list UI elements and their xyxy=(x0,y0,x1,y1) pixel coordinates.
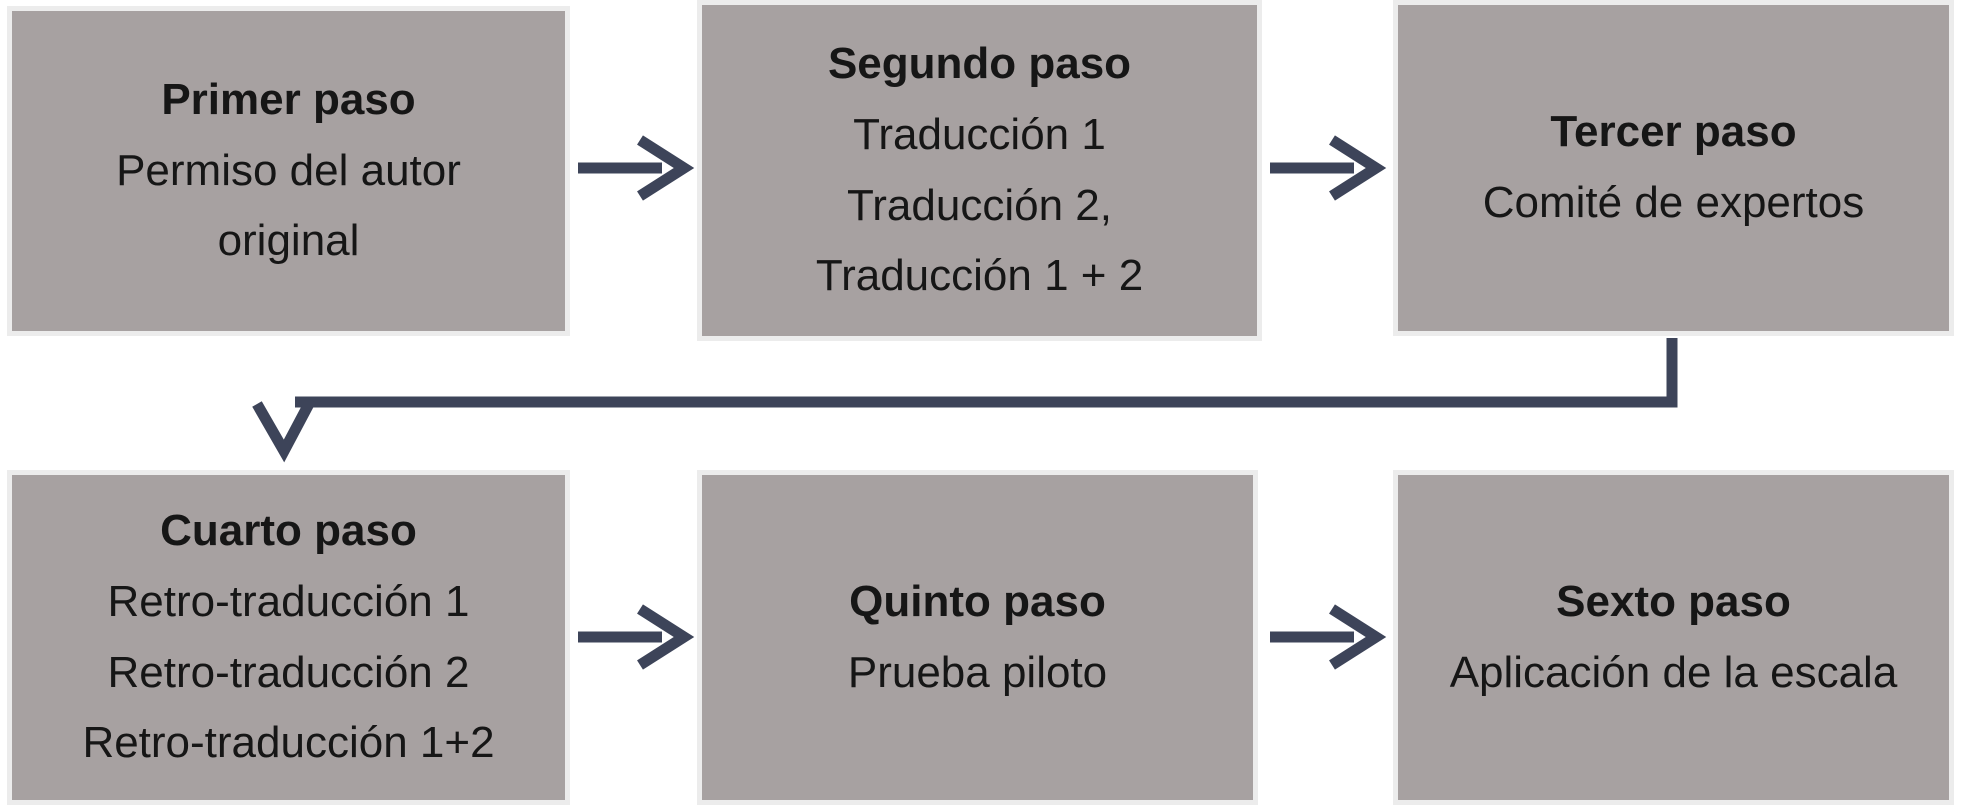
arrow-right-icon xyxy=(578,604,695,670)
step-box-cuarto-paso: Cuarto paso Retro-traducción 1 Retro-tra… xyxy=(7,470,570,805)
step-line: Retro-traducción 1 xyxy=(107,576,470,626)
step-line: Traducción 1 xyxy=(853,109,1106,159)
step-title: Quinto paso xyxy=(849,576,1106,626)
step-box-tercer-paso: Tercer paso Comité de expertos xyxy=(1393,0,1954,336)
step-box-segundo-paso: Segundo paso Traducción 1 Traducción 2, … xyxy=(697,0,1262,341)
step-line: Retro-traducción 1+2 xyxy=(82,718,495,768)
step-title: Cuarto paso xyxy=(160,505,417,555)
step-line: Retro-traducción 2 xyxy=(107,647,470,697)
step-line: Aplicación de la escala xyxy=(1449,647,1898,697)
step-box-quinto-paso: Quinto paso Prueba piloto xyxy=(697,470,1258,805)
step-line: Traducción 1 + 2 xyxy=(815,251,1144,301)
step-box-sexto-paso: Sexto paso Aplicación de la escala xyxy=(1393,470,1954,805)
arrow-right-icon xyxy=(1270,604,1387,670)
step-line: Prueba piloto xyxy=(847,647,1108,697)
step-title: Sexto paso xyxy=(1556,576,1791,626)
step-title: Tercer paso xyxy=(1550,107,1797,157)
arrow-right-icon xyxy=(578,135,695,201)
step-box-primer-paso: Primer paso Permiso del autor original xyxy=(7,6,570,336)
step-line: Permiso del autor xyxy=(116,145,461,195)
step-title: Primer paso xyxy=(161,74,416,124)
step-line: original xyxy=(217,216,360,266)
step-line: Comité de expertos xyxy=(1482,178,1865,227)
step-line: Traducción 2, xyxy=(847,180,1112,230)
elbow-arrow-down-icon xyxy=(252,338,1678,463)
step-title: Segundo paso xyxy=(827,38,1132,88)
arrow-right-icon xyxy=(1270,135,1387,201)
